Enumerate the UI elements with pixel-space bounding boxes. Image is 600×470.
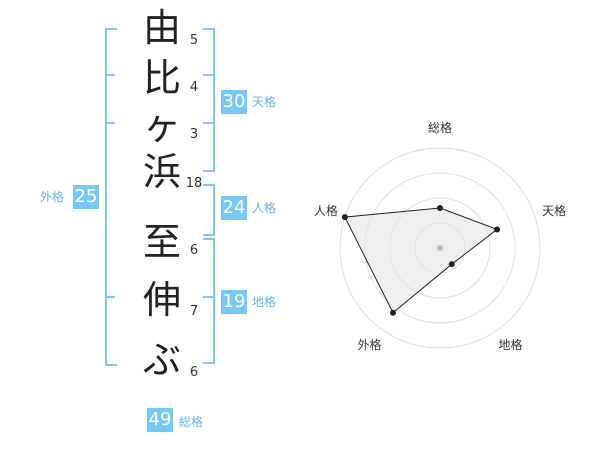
gaikaku-tick-2 <box>107 122 115 124</box>
gaikaku-bracket <box>105 28 117 366</box>
name-char-1: 由 <box>142 6 181 50</box>
radar-axis-label-5: 人格 <box>314 203 338 218</box>
name-char-2: 比 <box>142 56 181 100</box>
jinkaku-bracket <box>203 184 215 236</box>
radar-axis-label-3: 地格 <box>499 337 523 352</box>
tenkaku-tick-1 <box>203 74 213 76</box>
name-char-5: 至 <box>142 220 181 264</box>
gaikaku-tick-3 <box>107 296 115 298</box>
gaikaku-label: 外格 <box>40 190 65 204</box>
radar-axis-label-2: 天格 <box>542 203 566 218</box>
name-char-3: ヶ <box>142 104 181 148</box>
radar-point-5 <box>341 214 348 221</box>
radar-axis-label-4: 外格 <box>357 337 381 352</box>
name-char-6: 伸 <box>142 278 181 322</box>
name-char-4: 浜 <box>142 150 181 194</box>
stroke-count-5: 6 <box>189 243 199 258</box>
stroke-count-7: 6 <box>189 365 199 380</box>
gaikaku-value-badge: 25 <box>73 185 99 209</box>
radar-point-4 <box>389 309 396 316</box>
tenkaku-value-badge: 30 <box>221 90 247 114</box>
tenkaku-tick-2 <box>203 122 213 124</box>
stroke-count-6: 7 <box>189 304 199 319</box>
radar-point-2 <box>494 226 501 233</box>
chikaku-label: 地格 <box>252 295 277 309</box>
radar-grid-ring-4 <box>339 147 541 349</box>
stroke-count-4: 18 <box>185 176 203 191</box>
tenkaku-bracket <box>203 28 215 172</box>
name-char-7: ぶ <box>142 338 181 382</box>
stroke-count-3: 3 <box>189 127 199 142</box>
tenkaku-label: 天格 <box>252 95 277 109</box>
radar-center-dot <box>437 245 443 251</box>
gaikaku-tick-1 <box>107 74 115 76</box>
soukaku-label: 総格 <box>179 415 204 429</box>
radar-point-1 <box>437 205 443 211</box>
soukaku-value-badge: 49 <box>147 408 173 432</box>
radar-series-area <box>344 207 499 314</box>
jinkaku-label: 人格 <box>252 201 277 215</box>
radar-axis-label-1: 総格 <box>428 120 452 135</box>
stroke-count-2: 4 <box>189 80 199 95</box>
stroke-count-1: 5 <box>189 33 199 48</box>
chikaku-value-badge: 19 <box>221 290 247 314</box>
radar-point-3 <box>448 261 455 268</box>
jinkaku-value-badge: 24 <box>221 196 247 220</box>
chikaku-bracket <box>203 238 215 364</box>
chikaku-tick <box>203 296 213 298</box>
